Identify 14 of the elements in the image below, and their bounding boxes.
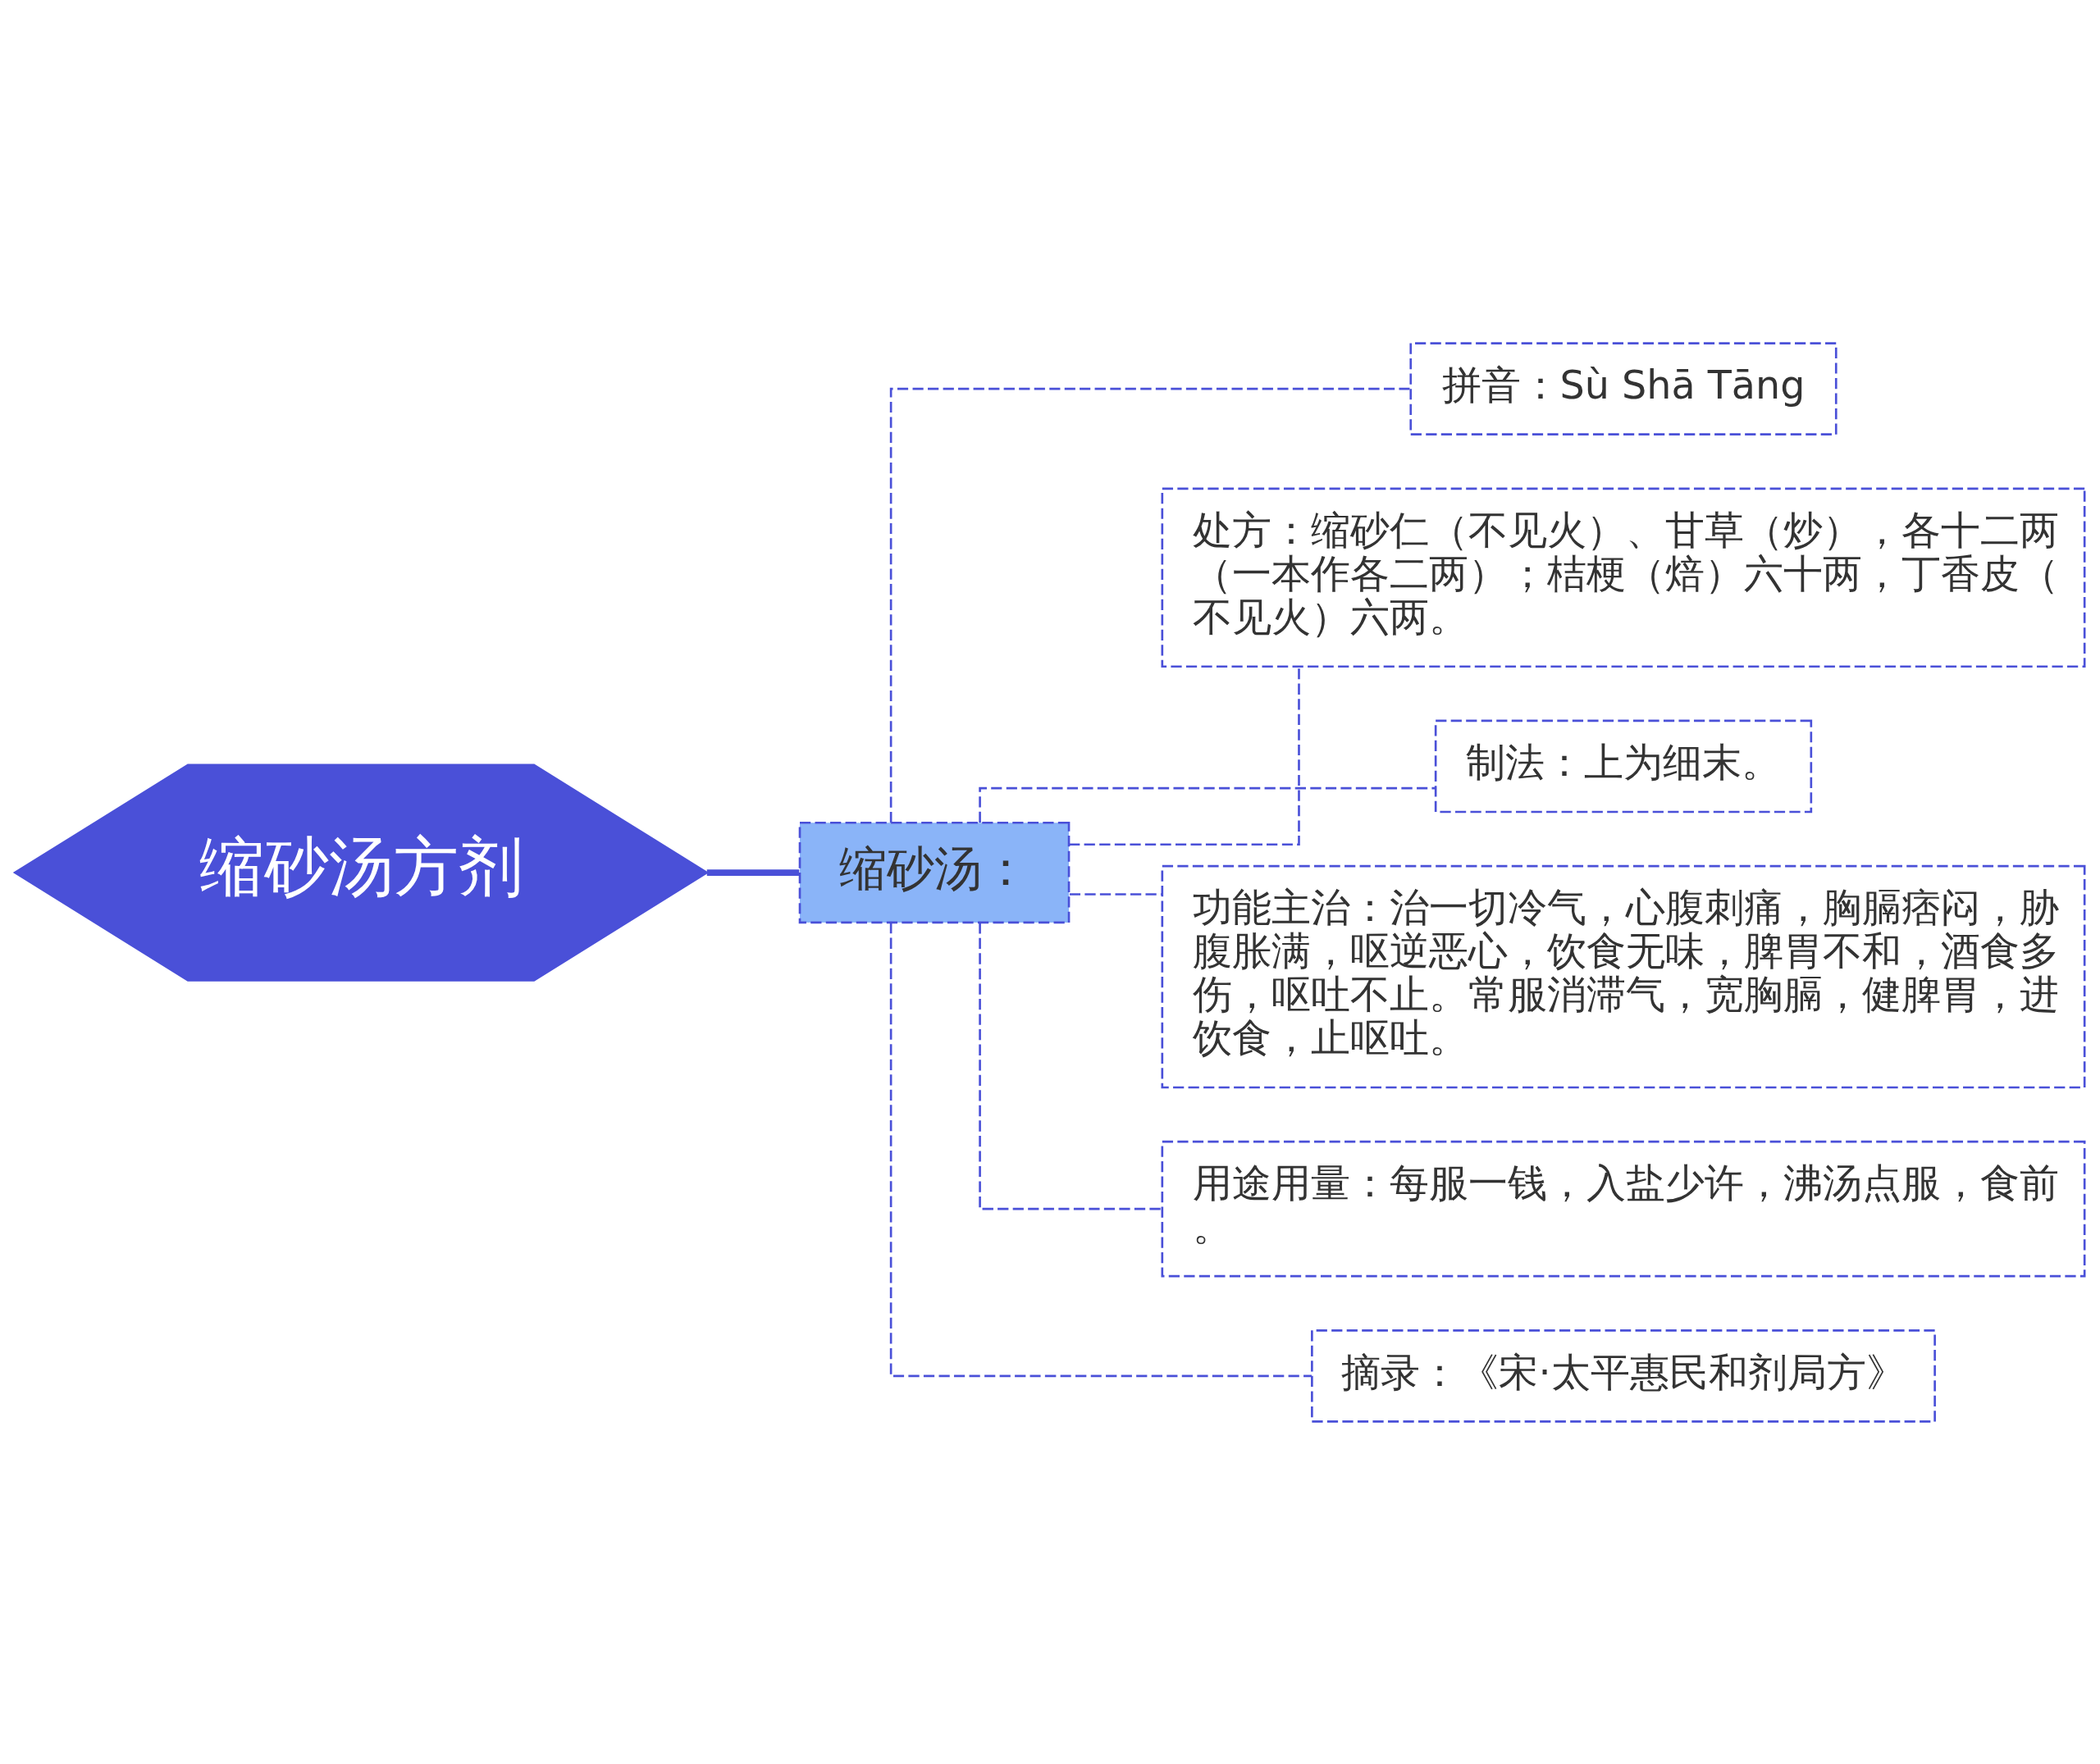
connector <box>706 868 800 876</box>
node-box: 缩砂汤： <box>798 821 1071 923</box>
node-box: 拼音：Sù Shā Tāng <box>1409 341 1838 435</box>
node-box: 摘录：《宋·太平惠民和剂局方》 <box>1311 1329 1936 1423</box>
connector <box>1069 667 1300 846</box>
connector <box>1070 892 1162 896</box>
node-box: 功能主治：治一切冷气，心腹刺痛，胸膈痞闷，胁腹胀满，呕逆恶心，饮食无味，脾胃不和，酒食多伤，呕吐不止。常服消滞气，宽胸膈，健脾胃，进饮食，止呕吐。 <box>1161 864 2086 1088</box>
node-box: 制法：上为细末。 <box>1434 719 1813 813</box>
connector <box>979 786 1436 823</box>
connector <box>889 387 1411 823</box>
node-box: 用途用量：每服一钱，入盐少许，沸汤点服，食前。 <box>1161 1140 2086 1277</box>
node-box: 处方：缩砂仁（不见火）、甘草（炒），各十二两（一本作各二两）；桔梗（焙）六十两，丁香皮（不见火）六两。 <box>1161 487 2086 668</box>
connector <box>889 922 1312 1377</box>
connector <box>979 923 1162 1210</box>
